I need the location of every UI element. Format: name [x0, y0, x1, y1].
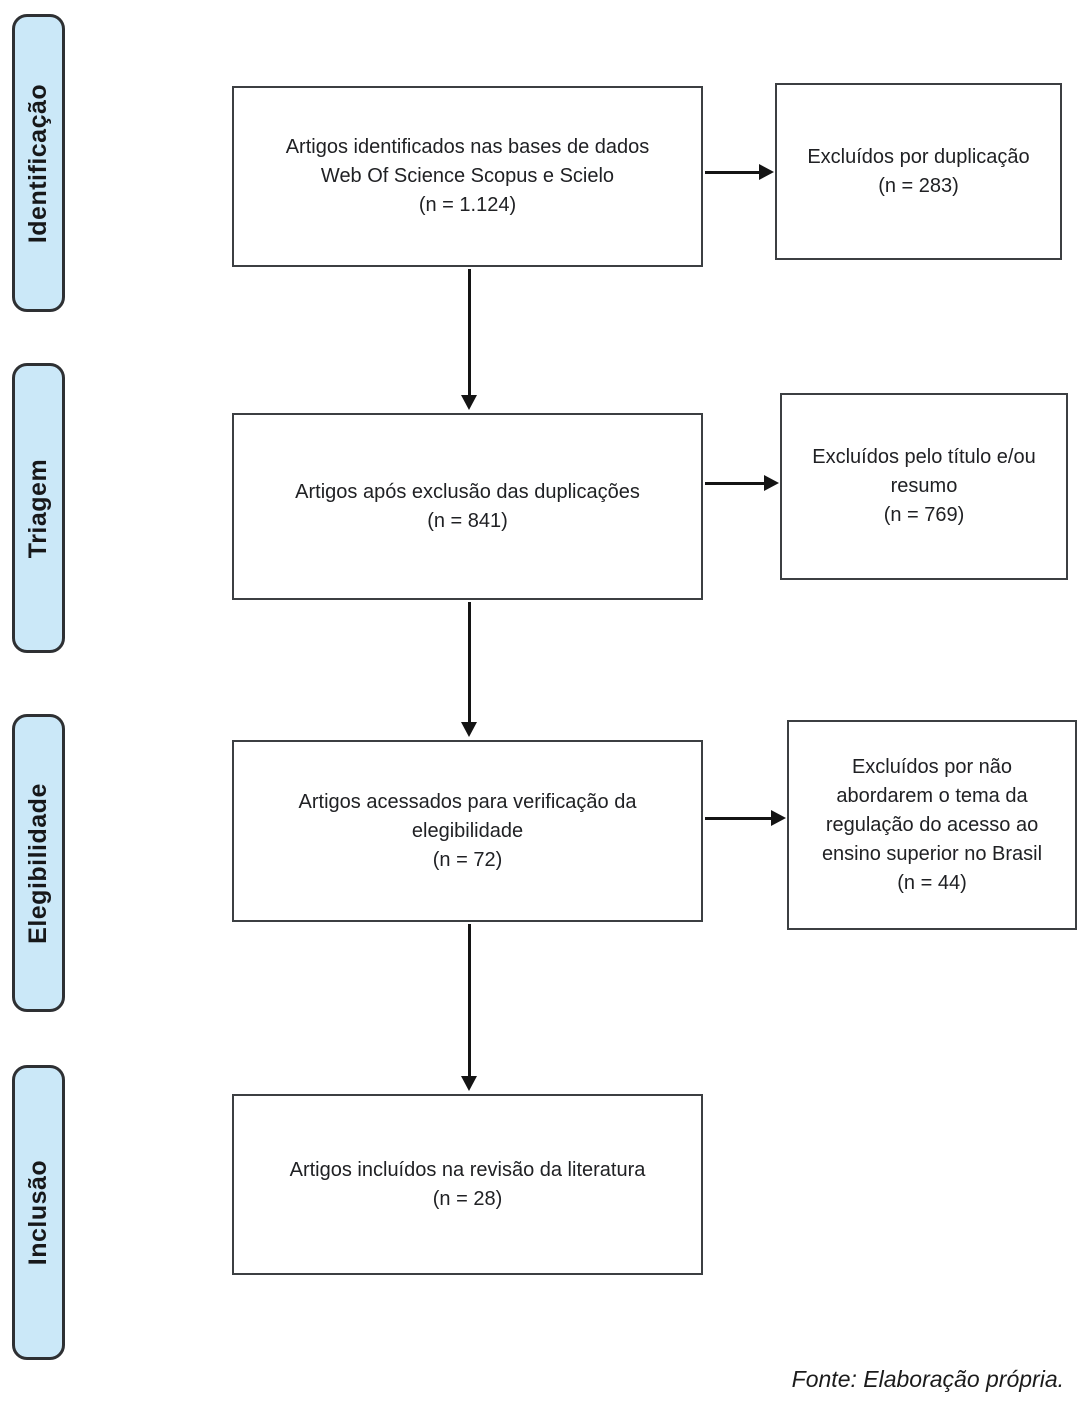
- flow-box-identified-articles: Artigos identificados nas bases de dados…: [232, 86, 703, 267]
- stage-elegibilidade: Elegibilidade: [12, 714, 65, 1012]
- stage-triagem: Triagem: [12, 363, 65, 653]
- arrow-right-icon: [705, 164, 774, 180]
- flow-box-included-articles-text: Artigos incluídos na revisão da literatu…: [289, 1158, 646, 1210]
- arrow-shaft: [467, 269, 471, 397]
- arrow-shaft: [705, 481, 766, 485]
- flow-box-eligibility-check-text: Artigos acessados para verificação da el…: [298, 790, 637, 871]
- flow-box-eligibility-check: Artigos acessados para verificação da el…: [232, 740, 703, 922]
- flow-box-after-duplicates-text: Artigos após exclusão das duplicações (n…: [295, 480, 640, 532]
- arrow-down-icon: [461, 602, 477, 737]
- arrow-right-icon: [705, 810, 786, 826]
- stage-elegibilidade-label: Elegibilidade: [24, 782, 53, 944]
- source-caption: Fonte: Elaboração própria.: [791, 1366, 1064, 1392]
- arrow-right-icon: [705, 475, 779, 491]
- flow-box-after-duplicates: Artigos após exclusão das duplicações (n…: [232, 413, 703, 600]
- flow-box-identified-articles-text: Artigos identificados nas bases de dados…: [285, 136, 650, 216]
- arrow-head: [461, 395, 477, 410]
- stage-inclusao: Inclusão: [12, 1065, 65, 1360]
- arrow-down-icon: [461, 269, 477, 410]
- arrow-shaft: [705, 170, 761, 174]
- arrow-head: [461, 722, 477, 737]
- stage-triagem-label: Triagem: [24, 458, 52, 558]
- exclusion-box-title-abstract: Excluídos pelo título e/ou resumo (n = 7…: [780, 393, 1068, 580]
- stage-identificacao-label: Identificação: [24, 83, 53, 243]
- exclusion-box-duplicates: Excluídos por duplicação (n = 283): [775, 83, 1062, 260]
- arrow-head: [771, 810, 786, 826]
- exclusion-box-title-abstract-text: Excluídos pelo título e/ou resumo (n = 7…: [812, 446, 1036, 526]
- exclusion-box-duplicates-text: Excluídos por duplicação (n = 283): [807, 145, 1030, 197]
- arrow-head: [764, 475, 779, 491]
- stage-inclusao-label: Inclusão: [24, 1159, 53, 1266]
- exclusion-box-off-topic-text: Excluídos por não abordarem o tema da re…: [821, 755, 1043, 894]
- arrow-shaft: [467, 602, 471, 724]
- exclusion-box-off-topic: Excluídos por não abordarem o tema da re…: [787, 720, 1077, 930]
- arrow-head: [461, 1076, 477, 1091]
- arrow-shaft: [705, 816, 773, 820]
- arrow-head: [759, 164, 774, 180]
- flow-box-included-articles: Artigos incluídos na revisão da literatu…: [232, 1094, 703, 1275]
- arrow-shaft: [467, 924, 471, 1078]
- arrow-down-icon: [461, 924, 477, 1091]
- stage-identificacao: Identificação: [12, 14, 65, 312]
